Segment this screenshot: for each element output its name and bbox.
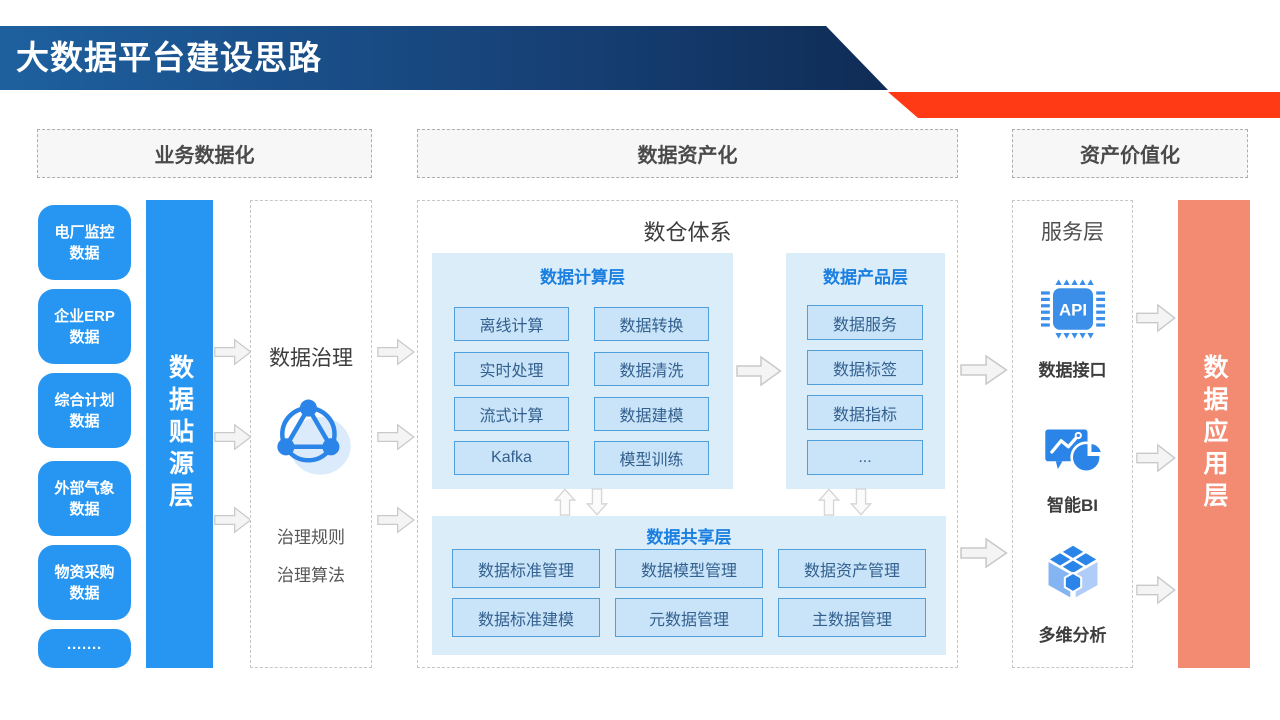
service-layer-title: 服务层 <box>1041 221 1104 244</box>
compute-item: 模型训练 <box>594 441 709 475</box>
section-header-business-label: 业务数据化 <box>154 145 255 167</box>
source-box-plant-monitoring: 电厂监控 数据 <box>38 205 131 280</box>
source-layer-label: 数据贴源层 <box>165 354 194 514</box>
source-box-erp: 企业ERP 数据 <box>38 289 131 364</box>
application-layer-label: 数据应用层 <box>1200 354 1228 514</box>
source-box-label: 物资采购 数据 <box>54 563 115 602</box>
source-box-weather: 外部气象 数据 <box>38 461 131 536</box>
source-box-procurement: 物资采购 数据 <box>38 545 131 620</box>
arrow-right-icon <box>214 338 252 366</box>
warehouse-box: 数仓体系 数据计算层 离线计算 数据转换 实时处理 数据清洗 流式计算 数据建模… <box>417 200 958 668</box>
compute-item: 数据转换 <box>594 307 709 341</box>
arrow-right-icon <box>736 355 782 387</box>
arrow-right-icon <box>960 537 1008 569</box>
share-item: 数据标准建模 <box>452 598 600 637</box>
service-item-label: 多维分析 <box>1038 626 1107 645</box>
source-box-plan: 综合计划 数据 <box>38 373 131 448</box>
bi-chart-icon <box>1045 429 1103 474</box>
arrow-up-icon <box>818 488 840 516</box>
title-banner <box>0 26 888 90</box>
compute-item: Kafka <box>454 441 569 475</box>
compute-item: 实时处理 <box>454 352 569 386</box>
api-chip-icon: API <box>1041 279 1105 339</box>
share-layer-panel: 数据共享层 数据标准管理 数据模型管理 数据资产管理 数据标准建模 元数据管理 … <box>432 516 946 655</box>
arrow-down-icon <box>850 488 872 516</box>
section-header-asset: 数据资产化 <box>417 129 958 178</box>
section-header-asset-label: 数据资产化 <box>637 145 738 167</box>
compute-layer-panel: 数据计算层 离线计算 数据转换 实时处理 数据清洗 流式计算 数据建模 Kafk… <box>432 253 733 489</box>
arrow-right-icon <box>1136 303 1176 333</box>
service-layer-box: 服务层 API 数据接口 智能BI 多维分析 <box>1012 200 1133 668</box>
governance-rule-label: 治理规则 <box>277 528 345 547</box>
product-item: ... <box>807 440 923 475</box>
product-layer-panel: 数据产品层 数据服务 数据标签 数据指标 ... <box>786 253 945 489</box>
governance-box: 数据治理 治理规则 治理算法 <box>250 200 372 668</box>
compute-item: 离线计算 <box>454 307 569 341</box>
product-item: 数据服务 <box>807 305 923 340</box>
service-item-label: 数据接口 <box>1038 361 1107 380</box>
arrow-right-icon <box>1136 443 1176 473</box>
source-box-label: 企业ERP 数据 <box>54 307 115 346</box>
arrow-right-icon <box>214 423 252 451</box>
arrow-right-icon <box>960 354 1008 386</box>
product-item: 数据标签 <box>807 350 923 385</box>
page-title: 大数据平台建设思路 <box>16 39 322 76</box>
product-item: 数据指标 <box>807 395 923 430</box>
arrow-down-icon <box>586 488 608 516</box>
section-header-value-label: 资产价值化 <box>1080 145 1180 167</box>
share-item: 数据标准管理 <box>452 549 600 588</box>
cube-3d-icon <box>1048 545 1098 598</box>
source-layer-bar: 数据贴源层 <box>146 200 213 668</box>
share-item: 数据模型管理 <box>615 549 763 588</box>
source-box-more: ······· <box>38 629 131 668</box>
share-layer-title: 数据共享层 <box>646 528 732 547</box>
arrow-right-icon <box>377 423 415 451</box>
red-accent-stripe <box>888 92 1280 118</box>
section-header-value: 资产价值化 <box>1012 129 1248 178</box>
source-box-label: ······· <box>67 640 102 657</box>
network-triangle-icon <box>277 399 351 475</box>
api-icon-label: API <box>1059 300 1087 319</box>
compute-layer-title: 数据计算层 <box>540 268 625 287</box>
arrow-right-icon <box>377 338 415 366</box>
source-box-label: 综合计划 数据 <box>54 391 115 430</box>
product-layer-title: 数据产品层 <box>823 268 908 287</box>
arrow-right-icon <box>1136 575 1176 605</box>
compute-item: 流式计算 <box>454 397 569 431</box>
warehouse-title: 数仓体系 <box>643 220 732 245</box>
share-item: 元数据管理 <box>615 598 763 637</box>
service-item-label: 智能BI <box>1047 496 1098 515</box>
governance-title: 数据治理 <box>269 347 353 370</box>
arrow-right-icon <box>214 506 252 534</box>
source-box-label: 电厂监控 数据 <box>54 223 115 262</box>
arrow-up-icon <box>554 488 576 516</box>
compute-item: 数据建模 <box>594 397 709 431</box>
governance-algorithm-label: 治理算法 <box>277 566 345 585</box>
source-box-label: 外部气象 数据 <box>54 479 115 518</box>
application-layer-bar: 数据应用层 <box>1178 200 1250 668</box>
share-item: 主数据管理 <box>778 598 926 637</box>
compute-item: 数据清洗 <box>594 352 709 386</box>
share-item: 数据资产管理 <box>778 549 926 588</box>
section-header-business: 业务数据化 <box>37 129 372 178</box>
arrow-right-icon <box>377 506 415 534</box>
